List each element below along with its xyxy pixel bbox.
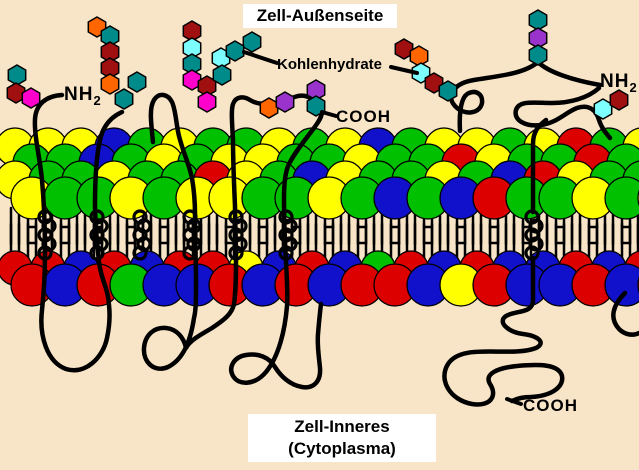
carbohydrate-hexagon [409, 45, 429, 67]
carbohydrate-hexagon [100, 73, 120, 95]
nh2-left-sub: 2 [93, 92, 101, 108]
carbohydrate-hexagon [609, 89, 629, 111]
carbohydrate-hexagon [212, 64, 232, 86]
protein-chain [141, 92, 325, 390]
carbohydrate-hexagon [6, 82, 26, 104]
helix-coil [228, 245, 244, 261]
nh2-right-sub: 2 [629, 79, 637, 95]
helix-coil [132, 245, 148, 261]
carbohydrate-hexagon [197, 91, 217, 113]
outer-side-label: Zell-Außenseite [243, 4, 397, 28]
carbohydrate-hexagon [394, 38, 414, 60]
protein-chain [611, 290, 639, 337]
carbohydrate-hexagon [259, 97, 279, 119]
carbohydrate-hexagon [528, 9, 548, 31]
protein-chain [448, 59, 541, 134]
carbohydrate-hexagon [127, 71, 147, 93]
nh2-left-text: NH [64, 84, 94, 105]
helix-coil [89, 245, 105, 261]
label-pointer-line [389, 65, 419, 75]
carbohydrate-hexagon [182, 69, 202, 91]
carbohydrate-hexagon [438, 80, 458, 102]
protein-chain [32, 92, 125, 373]
carbohydrate-hexagon [225, 40, 245, 62]
carbohydrate-hexagon [528, 44, 548, 66]
nh2-left-label: NH2 [64, 84, 101, 108]
label-pointer-line [320, 110, 338, 118]
protein-chain [530, 117, 549, 215]
lipid-head [604, 263, 639, 307]
carbohydrate-hexagon [7, 64, 27, 86]
label-pointer-line [242, 50, 279, 65]
lipid-head [604, 176, 639, 220]
cooh-right-label: COOH [523, 396, 578, 415]
carbohydrate-hexagon [275, 91, 295, 113]
cooh-left-label: COOH [336, 107, 391, 126]
nh2-right-text: NH [600, 71, 630, 92]
helix-coil [524, 245, 540, 261]
label-pointer-line [505, 397, 523, 406]
carbohydrates-label: Kohlenhydrate [277, 56, 383, 73]
carbohydrate-hexagon [242, 31, 262, 53]
nh2-right-label: NH2 [600, 71, 637, 95]
inner-side-line1: Zell-Inneres [294, 417, 390, 436]
inner-side-line2: (Cytoplasma) [288, 439, 396, 458]
protein-chain [442, 255, 565, 407]
helix-coil [278, 245, 294, 261]
carbohydrate-hexagon [593, 98, 613, 120]
carbohydrate-hexagon [424, 72, 444, 94]
helix-coil [37, 245, 53, 261]
carbohydrate-hexagon [21, 87, 41, 109]
helix-coil [182, 245, 198, 261]
inner-side-label: Zell-Inneres (Cytoplasma) [248, 414, 436, 462]
protein-chain [535, 59, 603, 88]
carbohydrate-hexagon [114, 88, 134, 110]
